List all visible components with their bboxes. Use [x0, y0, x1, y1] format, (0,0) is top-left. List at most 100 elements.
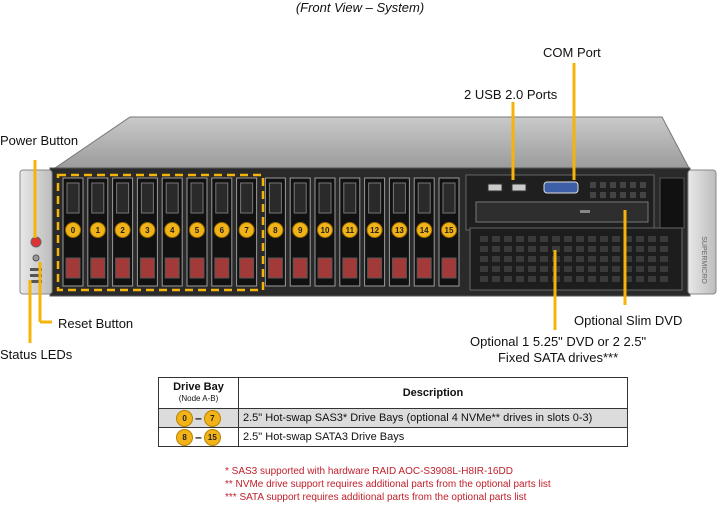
bay-badge-from: 0: [176, 409, 194, 427]
usb-port-icon: [487, 183, 503, 192]
status-led-icon: [30, 280, 42, 283]
right-rack-ear: [687, 169, 717, 295]
bay-number-badge: [89, 222, 106, 238]
bay-number-label: 5: [195, 226, 200, 235]
drive-bay-release-tab: [239, 257, 255, 279]
bay-number-label: 7: [244, 226, 249, 235]
bay-number-badge: [416, 222, 433, 238]
footnote: * SAS3 supported with hardware RAID AOC-…: [225, 466, 513, 477]
slim-dvd-eject-icon: [580, 210, 590, 213]
drive-bay-latch: [91, 182, 105, 214]
bay-number-badge: [164, 222, 181, 238]
drive-bay-release-tab: [292, 257, 308, 279]
bay-number-badge: [267, 222, 284, 238]
bay-number-badge: [114, 222, 131, 238]
bay-number-badge: [441, 222, 457, 238]
vent-grid-small: [590, 182, 646, 198]
footnotes: * SAS3 supported with hardware RAID AOC-…: [225, 465, 551, 504]
header-drive-bay: Drive Bay (Node A-B): [158, 377, 239, 409]
bay-number-label: 9: [298, 226, 303, 235]
bay-number-label: 6: [220, 226, 225, 235]
callout-lines: [28, 63, 627, 343]
bay-number-badge: [238, 222, 255, 238]
bay-number-label: 4: [170, 226, 175, 235]
chassis-brand: SUPERMICRO: [700, 236, 707, 284]
drive-bay-latch: [368, 182, 382, 214]
chassis-top: [50, 116, 691, 171]
bay-number-label: 14: [420, 226, 429, 235]
table-header-row: Drive Bay (Node A-B) Description: [158, 377, 628, 409]
table-row: 0 – 7 2.5" Hot-swap SAS3* Drive Bays (op…: [158, 408, 628, 428]
power-button-icon: [30, 236, 42, 248]
com-port-icon: [543, 181, 579, 194]
callout-dvd-bay: Optional 1 5.25" DVD or 2 2.5" Fixed SAT…: [470, 334, 647, 365]
bay-badge-from: 8: [176, 428, 194, 446]
header-description: Description: [238, 377, 628, 409]
header-drive-bay-sub: (Node A-B): [178, 394, 219, 403]
footnote: ** NVMe drive support requires additiona…: [225, 479, 551, 490]
drive-bay-latch: [293, 182, 307, 214]
bay-number-label: 2: [120, 226, 125, 235]
drive-bay-release-tab: [139, 257, 155, 279]
description-cell: 2.5" Hot-swap SAS3* Drive Bays (optional…: [238, 408, 628, 428]
header-drive-bay-label: Drive Bay: [173, 381, 224, 393]
callout-usb-ports: 2 USB 2.0 Ports: [464, 87, 558, 102]
bay-number-badge: [292, 222, 309, 238]
bay-number-badge: [213, 222, 230, 238]
range-dash: –: [195, 430, 202, 444]
drive-bay-release-tab: [367, 257, 383, 279]
drive-bay-latch: [318, 182, 332, 214]
drive-bay-latch: [140, 182, 154, 214]
drive-bay-latch: [190, 182, 204, 214]
callout-com-port: COM Port: [543, 45, 601, 60]
bay-number-label: 11: [346, 226, 355, 235]
bays-0-7-highlight: [56, 173, 265, 292]
vent-grid-large: [480, 236, 668, 282]
bay-number-label: 13: [395, 226, 404, 235]
bay-number-badge: [366, 222, 383, 238]
bay-number-badge: [65, 222, 81, 238]
description-cell: 2.5" Hot-swap SATA3 Drive Bays: [238, 427, 628, 447]
drive-bay-latch: [116, 182, 130, 214]
drive-bay-release-tab: [214, 257, 230, 279]
usb-port-icon: [511, 183, 527, 192]
bay-number-badge: [139, 222, 156, 238]
drive-bay-latch: [240, 182, 254, 214]
bay-range-cell: 0 – 7: [158, 408, 239, 428]
range-dash: –: [195, 411, 202, 425]
footnote: *** SATA support requires additional par…: [225, 492, 527, 503]
bay-range-cell: 8 – 15: [158, 427, 239, 447]
bay-number-badge: [189, 222, 205, 238]
drive-bay-release-tab: [416, 257, 432, 279]
drive-bay-release-tab: [267, 257, 283, 279]
callout-status-leds: Status LEDs: [0, 347, 73, 362]
figure-caption: (Front View – System): [295, 0, 425, 15]
callout-slim-dvd: Optional Slim DVD: [574, 313, 683, 328]
drive-bay-latch: [165, 182, 179, 214]
status-led-icon: [30, 274, 42, 277]
bay-number-label: 10: [321, 226, 330, 235]
drive-bay-release-tab: [391, 257, 407, 279]
drive-bay-latch: [215, 182, 229, 214]
drive-bay-release-tab: [164, 257, 180, 279]
bay-badge-to: 15: [203, 428, 221, 446]
drive-bay-table: Drive Bay (Node A-B) Description 0 – 7 2…: [158, 377, 628, 447]
slim-dvd-tray: [475, 201, 649, 223]
drive-bay-latch: [268, 182, 282, 214]
drive-bay-release-tab: [65, 257, 81, 279]
drive-bay-release-tab: [90, 257, 106, 279]
bay-number-label: 1: [96, 226, 101, 235]
bay-number-label: 0: [71, 226, 76, 235]
drive-bay-latch: [417, 182, 431, 214]
bay-number-badge: [341, 222, 358, 238]
table-row: 8 – 15 2.5" Hot-swap SATA3 Drive Bays: [158, 427, 628, 447]
drive-bay-release-tab: [441, 257, 457, 279]
callout-power-button: Power Button: [0, 133, 79, 148]
drive-bay-latch: [66, 182, 80, 214]
drive-bay-latch: [343, 182, 357, 214]
bay-number-badge: [391, 222, 408, 238]
bay-number-badge: [317, 222, 333, 238]
drive-bay-release-tab: [189, 257, 205, 279]
